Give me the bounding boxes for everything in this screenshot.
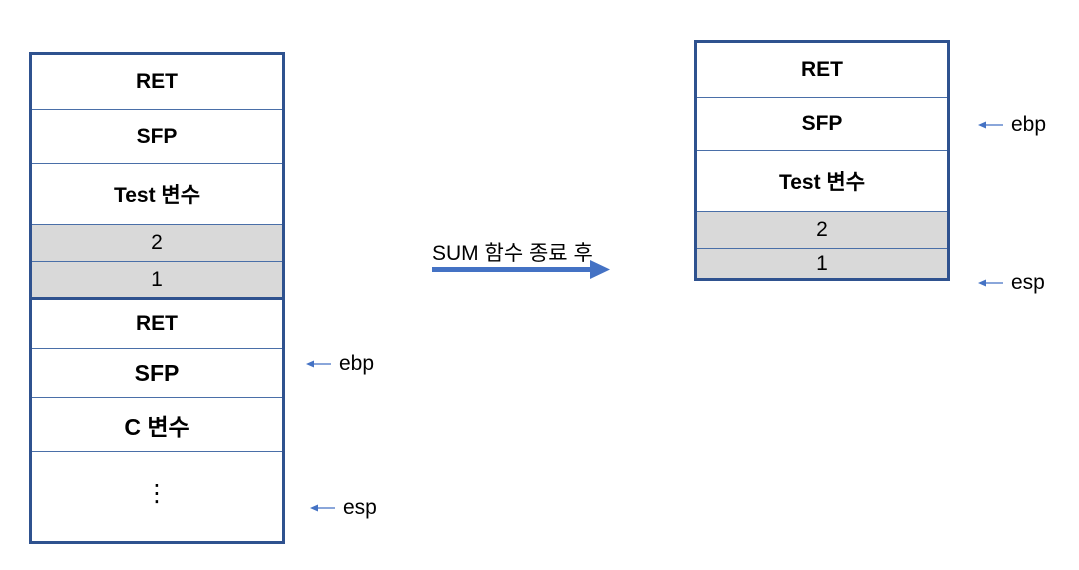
left-ebp-label: ebp	[339, 352, 375, 375]
right-arg-1-cell: 1	[697, 249, 947, 278]
left-arrow-icon	[310, 504, 335, 512]
right-arg-1-label: 1	[816, 251, 828, 275]
left-frame-ret-cell: RET	[32, 55, 282, 110]
right-ret-cell: RET	[697, 43, 947, 98]
right-arg-2-cell: 2	[697, 212, 947, 249]
left-ellipsis-label: ⋮	[145, 480, 169, 507]
left-test-var-label: Test 변수	[113, 184, 201, 207]
right-test-var-cell: Test 변수	[697, 151, 947, 212]
left-arg-2-cell: 2	[32, 225, 282, 262]
right-sfp-cell: SFP	[697, 98, 947, 151]
right-arrow-icon	[432, 260, 610, 279]
left-c-var-label: C 변수	[124, 413, 190, 440]
left-ret-label: RET	[136, 312, 178, 335]
left-stack: RET SFP Test 변수 2 1 RET SFP C 변수 ⋮	[29, 52, 285, 544]
left-ret-cell: RET	[32, 300, 282, 349]
right-ebp-label: ebp	[1011, 113, 1047, 136]
left-esp-label: esp	[343, 496, 377, 519]
left-frame-sfp-cell: SFP	[32, 110, 282, 164]
left-ellipsis-cell: ⋮	[32, 452, 282, 541]
left-frame-sfp-label: SFP	[136, 124, 178, 148]
left-arg-1-cell: 1	[32, 262, 282, 300]
left-sfp-label: SFP	[134, 359, 180, 386]
right-esp-pointer: esp	[978, 271, 1045, 295]
left-c-var-cell: C 변수	[32, 398, 282, 452]
left-ebp-pointer: ebp	[306, 352, 374, 376]
right-esp-label: esp	[1011, 271, 1045, 294]
right-test-var-label: Test 변수	[778, 171, 866, 194]
left-arg-1-label: 1	[151, 267, 163, 291]
left-arrow-icon	[306, 360, 331, 368]
right-ebp-pointer: ebp	[978, 113, 1046, 137]
right-sfp-label: SFP	[801, 112, 843, 135]
transition-label: SUM 함수 종료 후	[432, 242, 593, 265]
right-arg-2-label: 2	[816, 218, 828, 241]
left-arrow-icon	[978, 121, 1003, 129]
right-stack: RET SFP Test 변수 2 1	[694, 40, 950, 281]
left-arrow-icon	[978, 279, 1003, 287]
left-frame-ret-label: RET	[136, 70, 178, 93]
left-sfp-cell: SFP	[32, 349, 282, 398]
right-ret-label: RET	[801, 58, 843, 81]
left-esp-pointer: esp	[310, 496, 377, 520]
left-arg-2-label: 2	[151, 231, 163, 254]
left-test-var-cell: Test 변수	[32, 164, 282, 225]
